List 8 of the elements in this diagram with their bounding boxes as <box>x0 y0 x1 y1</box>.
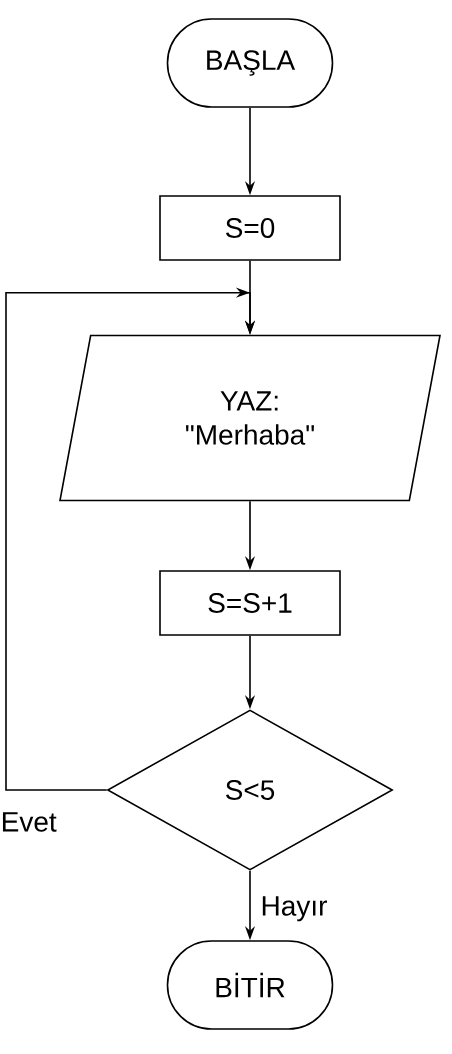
output-parallelogram: YAZ: "Merhaba" <box>59 334 441 502</box>
arrow <box>5 287 256 791</box>
start-terminal: BAŞLA <box>166 18 334 108</box>
edge-label: Evet <box>0 810 59 834</box>
end-terminal: BİTİR <box>166 940 334 1030</box>
process-box: S=0 <box>159 195 341 261</box>
process-box: S=S+1 <box>159 570 341 636</box>
edge-label: Hayır <box>258 894 330 924</box>
